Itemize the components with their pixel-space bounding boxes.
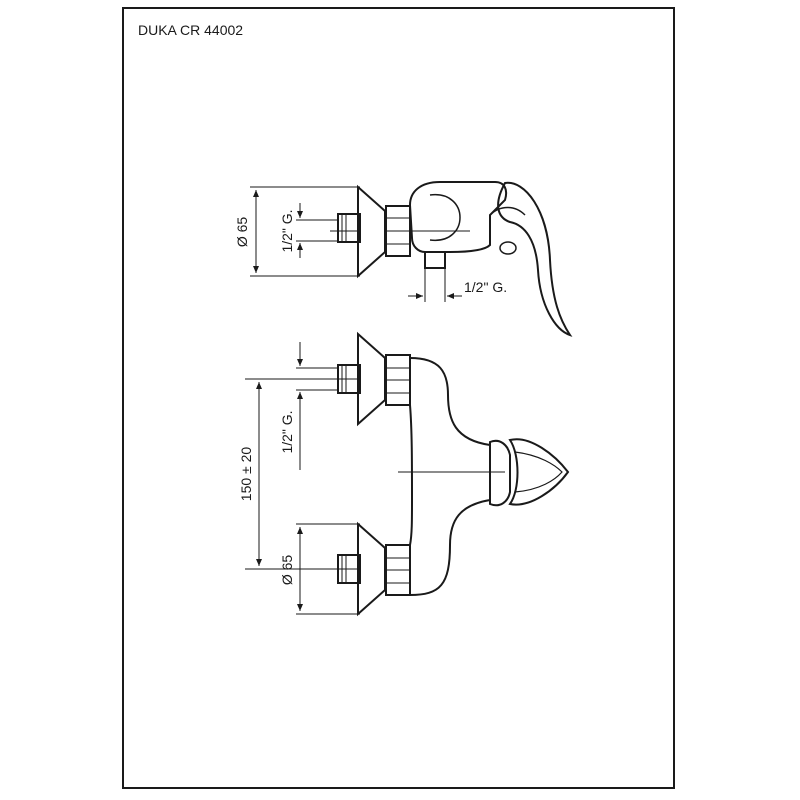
top-thread-label: 1/2" G.: [279, 209, 295, 252]
lever-handle-front: [508, 438, 570, 506]
side-view: [250, 181, 573, 337]
upper-wall-flange: [357, 331, 386, 427]
spacing-label: 150 ± 20: [238, 447, 254, 502]
mixer-body: [408, 181, 508, 253]
cartridge: [489, 439, 511, 507]
lower-wall-flange: [357, 521, 386, 617]
inlet-connector: [337, 213, 361, 243]
top-diameter-label: Ø 65: [234, 217, 250, 248]
mixer-body-front: [409, 357, 491, 596]
outlet-connector: [424, 251, 446, 269]
wall-flange: [357, 184, 386, 279]
front-diameter-label: Ø 65: [279, 555, 295, 586]
drawing-frame: [122, 7, 675, 789]
product-title: DUKA CR 44002: [138, 22, 244, 38]
outlet-thread-label: 1/2" G.: [464, 279, 507, 295]
front-thread-label: 1/2" G.: [279, 410, 295, 453]
front-view: [245, 331, 570, 617]
lever-handle: [497, 181, 573, 337]
